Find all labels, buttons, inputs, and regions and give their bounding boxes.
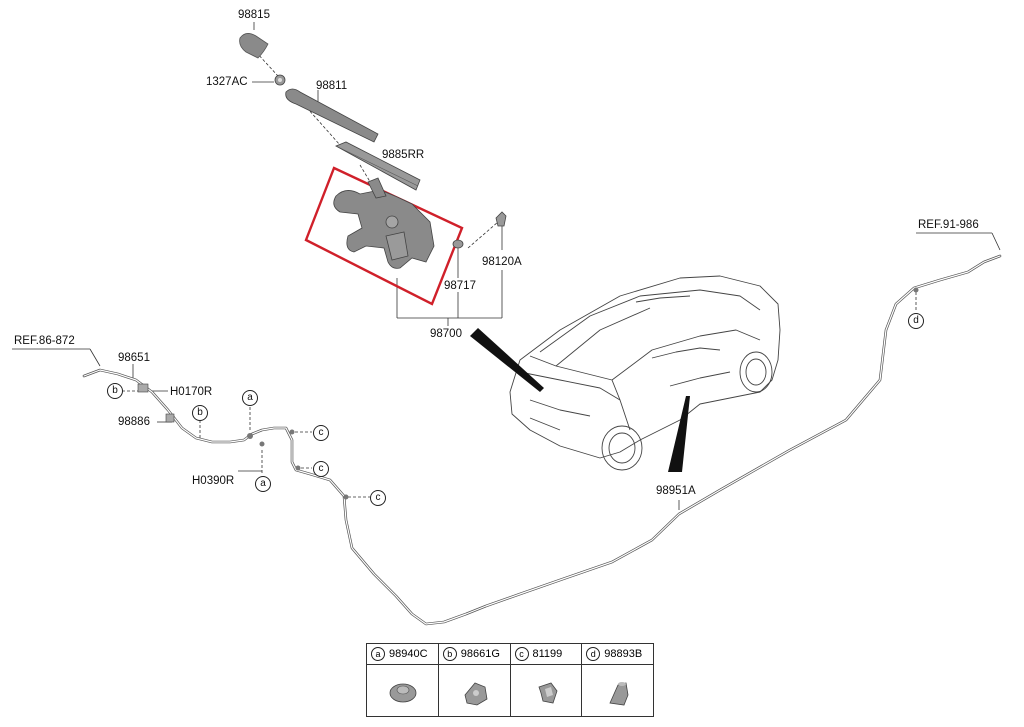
callout-c: c bbox=[313, 425, 329, 441]
callout-b: b bbox=[107, 383, 123, 399]
pointer-98700 bbox=[470, 328, 544, 392]
label-98717: 98717 bbox=[444, 280, 476, 292]
legend-letter: a bbox=[371, 647, 385, 661]
callout-d: d bbox=[908, 313, 924, 329]
label-9885RR: 9885RR bbox=[382, 149, 425, 161]
ref-left: REF.86-872 bbox=[14, 335, 75, 347]
label-98651: 98651 bbox=[118, 352, 150, 364]
legend-letter: b bbox=[442, 647, 457, 661]
callout-c: c bbox=[313, 461, 329, 477]
ref-right: REF.91-986 bbox=[918, 219, 979, 231]
label-H0390R: H0390R bbox=[192, 475, 235, 487]
grommet-part bbox=[452, 239, 464, 249]
label-98886: 98886 bbox=[118, 416, 150, 428]
nozzle-part bbox=[495, 211, 507, 227]
label-98120A: 98120A bbox=[482, 256, 522, 268]
legend-part: 98940C bbox=[389, 648, 428, 660]
grommet-d-icon bbox=[609, 682, 629, 706]
clip-b-icon bbox=[464, 682, 488, 706]
car-outline bbox=[509, 275, 781, 471]
legend-letter: c bbox=[514, 647, 529, 661]
wiper-blade-part bbox=[335, 141, 421, 191]
wiper-cap-part bbox=[239, 33, 269, 59]
label-98811: 98811 bbox=[316, 80, 348, 92]
callout-b: b bbox=[192, 405, 208, 421]
callout-a: a bbox=[242, 390, 258, 406]
legend-part: 98893B bbox=[604, 648, 643, 660]
legend-part: 81199 bbox=[532, 648, 563, 660]
legend-letter: d bbox=[586, 647, 601, 661]
callout-c: c bbox=[370, 490, 386, 506]
label-H0170R: H0170R bbox=[170, 386, 213, 398]
legend-part: 98661G bbox=[460, 648, 500, 660]
wiper-motor-part bbox=[333, 177, 435, 269]
label-98700: 98700 bbox=[430, 328, 462, 340]
pointer-98951A bbox=[668, 396, 690, 472]
legend-cell-a: a 98940C bbox=[367, 644, 439, 716]
label-1327AC: 1327AC bbox=[206, 76, 248, 88]
label-98951A: 98951A bbox=[656, 485, 696, 497]
callout-a: a bbox=[255, 476, 271, 492]
label-98815: 98815 bbox=[238, 9, 270, 21]
clip-c-icon bbox=[537, 682, 557, 704]
clip-a-icon bbox=[389, 683, 417, 703]
wiper-arm-part bbox=[285, 88, 379, 143]
motor-highlight-box bbox=[304, 166, 464, 306]
